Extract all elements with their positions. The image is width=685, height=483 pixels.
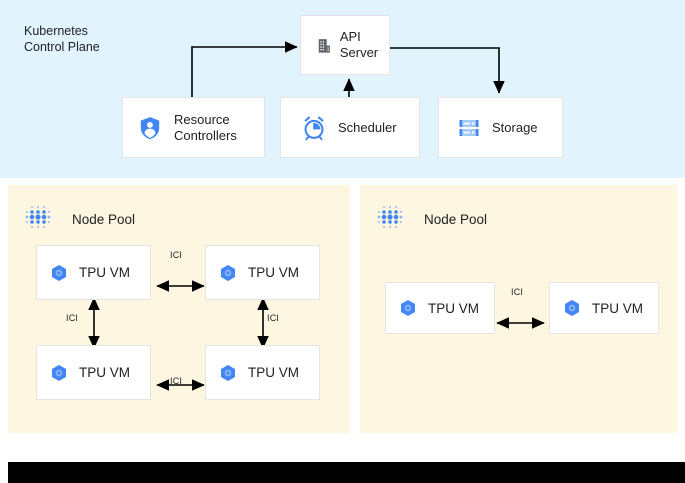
api-server-box[interactable]: API Server	[300, 15, 390, 75]
tpu-vm-label: TPU VM	[428, 300, 480, 316]
node-pool-right-header: Node Pool	[374, 201, 487, 237]
bottom-black-bar	[8, 462, 685, 483]
tpu-vm-label: TPU VM	[248, 365, 300, 380]
node-pool-right-title: Node Pool	[424, 211, 488, 227]
tpu-vm-label: TPU VM	[248, 265, 300, 280]
shield-user-icon	[137, 115, 163, 141]
building-icon	[314, 36, 333, 55]
control-plane-title: Kubernetes Control Plane	[24, 24, 100, 54]
tpu-hexagon-icon	[218, 263, 238, 283]
resource-controllers-box[interactable]: Resource Controllers	[122, 97, 265, 158]
node-pool-right-connectors	[496, 317, 545, 329]
ici-link-label: ICI	[267, 313, 280, 323]
ici-link-label: ICI	[170, 250, 183, 260]
tpu-hexagon-icon	[398, 298, 418, 318]
node-pool-dots-icon	[22, 201, 58, 237]
tpu-hexagon-icon	[49, 263, 69, 283]
node-pool-left-connectors	[88, 280, 269, 391]
database-icon	[457, 116, 481, 140]
node-pool-dots-icon	[374, 201, 410, 237]
storage-label: Storage	[492, 119, 538, 135]
tpu-vm-box[interactable]: TPU VM	[549, 282, 659, 334]
tpu-vm-box[interactable]: TPU VM	[385, 282, 495, 334]
resource-controllers-label: Resource Controllers	[174, 111, 237, 143]
tpu-hexagon-icon	[49, 363, 69, 383]
node-pool-left-title: Node Pool	[72, 211, 136, 227]
tpu-hexagon-icon	[218, 363, 238, 383]
tpu-vm-label: TPU VM	[592, 300, 644, 316]
tpu-vm-box[interactable]: TPU VM	[36, 345, 151, 400]
alarm-clock-icon	[301, 115, 327, 141]
tpu-hexagon-icon	[562, 298, 582, 318]
ici-link-label: ICI	[511, 287, 524, 297]
scheduler-box[interactable]: Scheduler	[280, 97, 420, 158]
tpu-vm-box[interactable]: TPU VM	[36, 245, 151, 300]
tpu-vm-box[interactable]: TPU VM	[205, 245, 320, 300]
ici-link-label: ICI	[170, 376, 183, 386]
tpu-vm-label: TPU VM	[79, 265, 131, 280]
ici-link-label: ICI	[66, 313, 79, 323]
scheduler-label: Scheduler	[338, 119, 397, 135]
tpu-vm-label: TPU VM	[79, 365, 131, 380]
storage-box[interactable]: Storage	[438, 97, 563, 158]
node-pool-left-header: Node Pool	[22, 201, 135, 237]
control-plane-connectors	[191, 41, 505, 97]
tpu-vm-box[interactable]: TPU VM	[205, 345, 320, 400]
api-server-label: API Server	[339, 29, 379, 60]
